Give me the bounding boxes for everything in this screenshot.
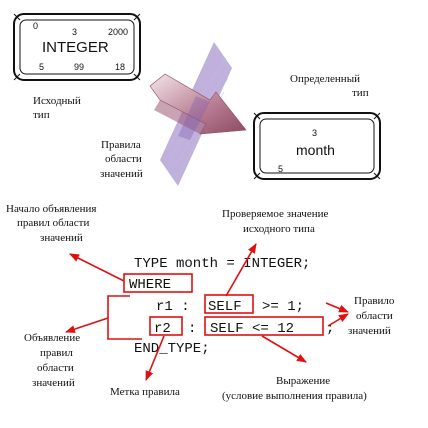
- code-end-type: END_TYPE;: [134, 341, 210, 357]
- decl-left-line4: значений: [32, 377, 75, 389]
- decl-left-line3: области: [37, 362, 74, 374]
- start-decl-line1: Начало объявления: [6, 203, 96, 215]
- expression-line1: Выражение: [276, 375, 330, 387]
- source-caption-line1: Исходный: [33, 95, 81, 107]
- source-value-99: 99: [74, 62, 84, 72]
- arrow-to-rule-right-1: [325, 302, 349, 313]
- arrow-caption-line1: Правила: [101, 139, 141, 151]
- code-r1-rest: >= 1;: [262, 299, 304, 315]
- checked-value-line1: Проверяемое значение: [222, 208, 328, 220]
- code-where-keyword: WHERE: [129, 277, 171, 293]
- code-r2-expression: SELF <= 12: [210, 321, 294, 337]
- code-r2-semicolon: ;: [326, 321, 334, 337]
- source-value-2000: 2000: [108, 27, 128, 37]
- source-type-name: INTEGER: [42, 39, 109, 56]
- transform-arrow: [149, 73, 247, 135]
- target-caption-line2: тип: [352, 87, 369, 99]
- source-caption-line2: тип: [33, 109, 50, 121]
- self-highlight-box: [204, 294, 254, 314]
- arrow-caption-line3: значений: [100, 168, 143, 180]
- start-decl-line3: значений: [40, 232, 83, 244]
- rule-right-line1: Правило: [354, 295, 395, 307]
- target-type-name: month: [296, 142, 335, 158]
- where-highlight-box: [123, 273, 193, 293]
- arrow-caption-line2: области: [105, 153, 142, 165]
- source-type-box: 0 3 2000 INTEGER 5 99 18: [13, 13, 141, 81]
- checked-value-line2: исходного типа: [243, 223, 315, 235]
- domain-rules-plane-front: [178, 96, 210, 140]
- expression-highlight-box: [204, 316, 324, 336]
- source-value-5: 5: [39, 62, 44, 72]
- source-value-3: 3: [72, 27, 77, 37]
- code-line-type: TYPE month = INTEGER;: [134, 256, 310, 272]
- arrow-to-rule-right-2: [327, 313, 349, 327]
- code-r2-label: r2: [154, 321, 171, 337]
- start-decl-line2: правил области: [17, 217, 89, 229]
- arrow-to-decl-left: [65, 317, 109, 333]
- rule-right-line3: значений: [348, 325, 391, 337]
- source-value-0: 0: [33, 21, 38, 31]
- r2-highlight-box: [149, 316, 183, 336]
- code-r1-self: SELF: [208, 299, 242, 315]
- rule-right-line2: области: [356, 310, 393, 322]
- arrow-to-expression: [261, 335, 307, 363]
- source-value-18: 18: [115, 62, 125, 72]
- target-value-5: 5: [278, 164, 283, 174]
- rules-bracket: [107, 295, 142, 340]
- decl-left-line1: Объявление: [24, 332, 80, 344]
- rule-label-caption: Метка правила: [110, 386, 180, 398]
- decl-left-line2: правил: [40, 347, 73, 359]
- arrow-to-rule-label: [145, 335, 165, 381]
- arrow-to-checked-value: [225, 243, 257, 297]
- pointer-arrows: [65, 243, 349, 381]
- arrow-to-start-decl: [69, 253, 125, 282]
- code-r1-label: r1 :: [156, 299, 190, 315]
- target-caption-line1: Определенный: [290, 73, 360, 85]
- code-r2-colon: :: [188, 321, 196, 337]
- target-type-box: 3 month 5: [253, 112, 381, 180]
- expression-line2: (условие выполнения правила): [222, 390, 367, 402]
- target-value-3: 3: [312, 128, 317, 138]
